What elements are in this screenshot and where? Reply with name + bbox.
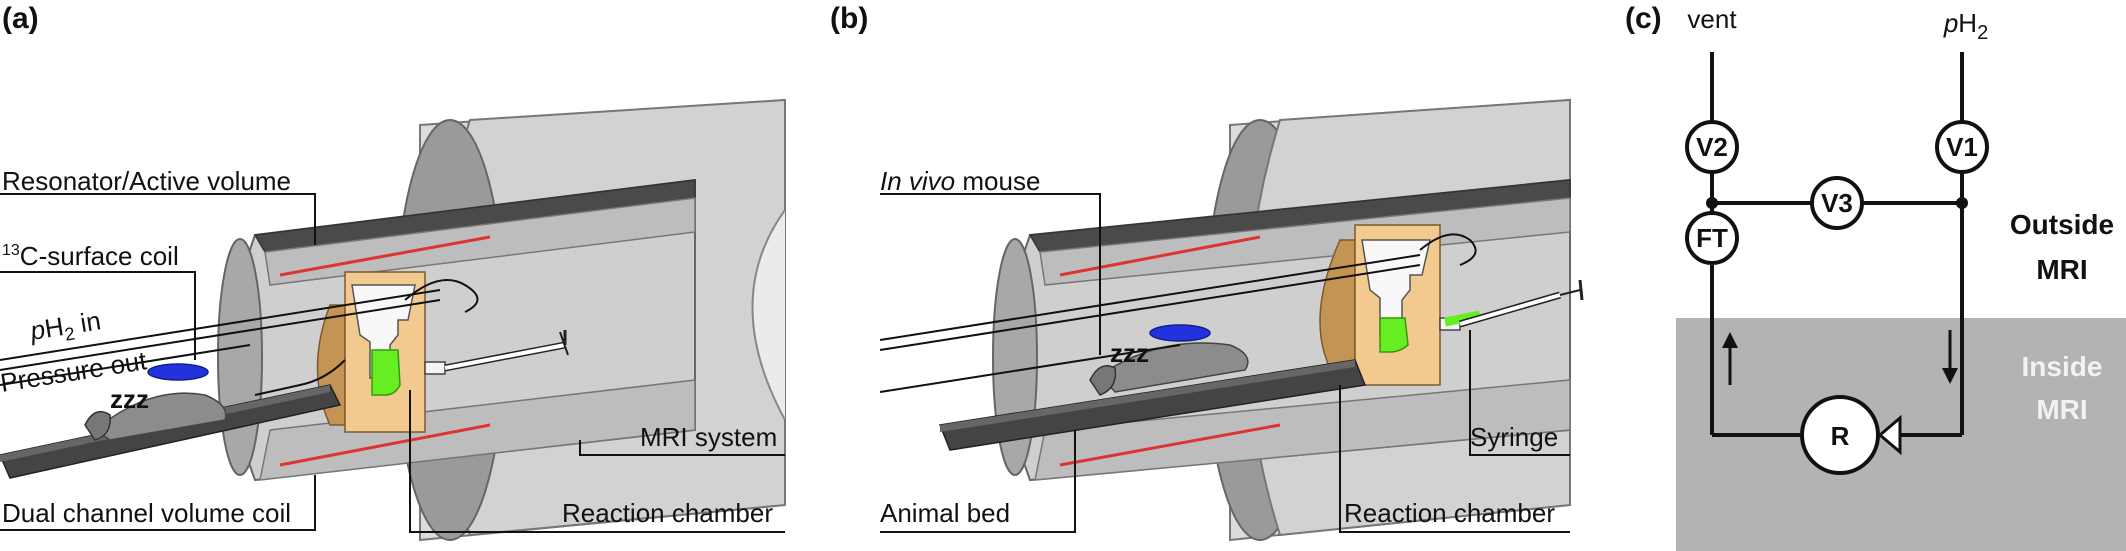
surface-coil-a [147,363,209,381]
callout-resonator [0,193,316,245]
flow-trap-ft [1685,211,1739,265]
tube-b-3 [879,344,1181,393]
label-ph2-c: pH2 [1943,8,1988,44]
label-animal-bed: Animal bed [880,498,1010,528]
mouse-a-zzz: zzz [110,384,149,414]
arrow-down-icon [1942,330,1958,384]
junction-right [1956,197,1968,209]
volume-coil-bottom-shelf-b [1034,379,1571,481]
tube-b-1 [879,264,1421,351]
label-in-vivo-mouse: In vivo mouse [880,166,1040,196]
valve-v2 [1685,120,1739,174]
label-mri-system: MRI system [640,422,777,452]
valve-v1-label: V1 [1946,132,1978,162]
chamber-cavity [351,284,416,380]
label-outside-1: Outside [2010,209,2114,240]
label-inside-1: Inside [2022,351,2103,382]
arrow-up-icon [1722,332,1738,385]
valve-v2-label: V2 [1696,132,1728,162]
mouse-a-head [84,410,111,441]
panel-a: (a) zzz [0,2,786,542]
volume-coil-ring [217,238,263,476]
callout-reaction-chamber-b [1339,385,1570,533]
panel-a-label: (a) [2,2,39,35]
red-line-bottom-b [1059,423,1281,467]
mouse-b-body [1098,342,1249,393]
chamber-tube-left [254,359,346,396]
label-surface-coil: 13C-surface coil [2,241,179,271]
callout-reaction-chamber-a [409,390,785,533]
animal-bed-b-top [940,360,1355,432]
callout-in-vivo [880,193,1101,355]
volume-coil-top-shelf-b [1039,197,1571,286]
label-ph2-in: pH2 in [27,305,103,350]
tube-b-2 [879,254,1421,341]
callout-syringe [1469,330,1570,456]
chamber-tube-top [404,279,479,313]
label-reaction-chamber-a: Reaction chamber [562,498,773,528]
mouse-b-head [1089,365,1117,396]
syringe-b [1439,279,1584,331]
label-syringe: Syringe [1470,422,1558,452]
label-reaction-chamber-b: Reaction chamber [1344,498,1555,528]
panel-c-label: (c) [1625,2,1662,35]
ph2-tube-a-2 [0,289,441,361]
chamber-liquid-b [1379,317,1409,353]
panel-b-label: (b) [830,2,868,35]
panel-c: (c) V2 V1 V3 FT R [1625,2,2126,551]
reactor-r-label: R [1831,421,1850,451]
callout-surface-coil [0,271,196,360]
flow-trap-ft-label: FT [1696,223,1728,253]
panel-b: (b) zzz [830,2,1584,542]
label-resonator: Resonator/Active volume [2,166,291,196]
volume-coil-bottom-shelf [259,379,696,481]
callout-animal-bed [880,430,1076,533]
red-line-top-b [1059,235,1261,277]
callout-volume-coil [0,475,316,531]
label-dual-coil: Dual channel volume coil [2,498,291,528]
mri-bore-inner-curve [751,209,786,421]
animal-bed-b [938,359,1367,451]
chamber-liquid [371,349,401,396]
valve-v1 [1935,120,1989,174]
label-vent: vent [1687,4,1737,34]
resonator-red-line-top [279,235,491,277]
volume-coil-top-shelf [264,197,696,286]
chamber-cavity-b [1361,239,1431,336]
label-outside-2: MRI [2036,254,2087,285]
surface-coil-b [1149,324,1211,342]
label-inside-2: MRI [2036,394,2087,425]
mouse-a-body [93,392,227,441]
resonator-red-line-bottom [279,423,491,467]
callout-mri-system [579,440,785,456]
valve-v3-label: V3 [1821,188,1853,218]
pressure-tube-a [0,344,251,386]
valve-v3 [1810,176,1864,230]
chamber-tube-top-b [1419,233,1477,266]
check-valve-icon [1877,414,1902,456]
ph2-tube-a-1 [0,299,441,371]
syringe-a [424,330,569,375]
junction-left [1706,197,1718,209]
